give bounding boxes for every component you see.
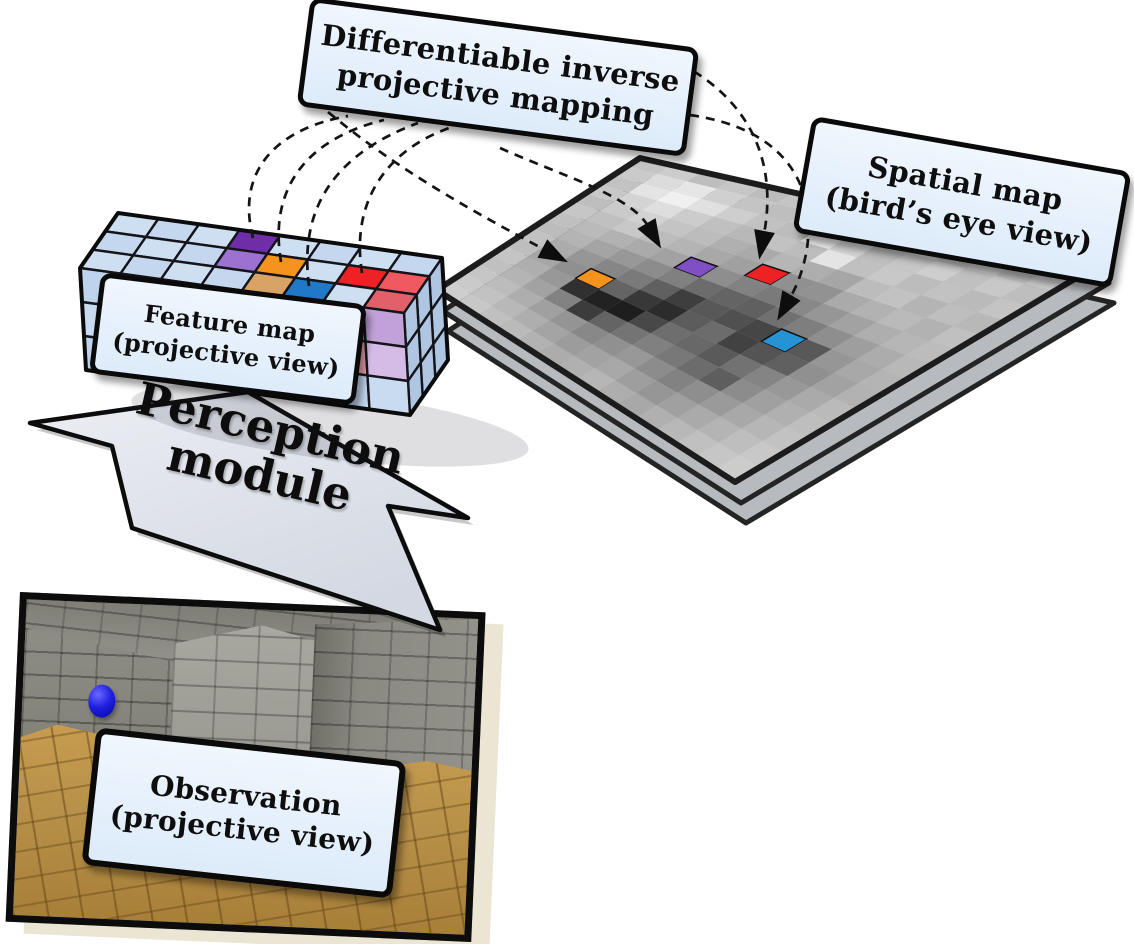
inverse-projective-mapping-label: Differentiable inverse projective mappin… xyxy=(296,0,700,158)
spatial-map-label: Spatial map (bird’s eye view) xyxy=(792,115,1132,289)
